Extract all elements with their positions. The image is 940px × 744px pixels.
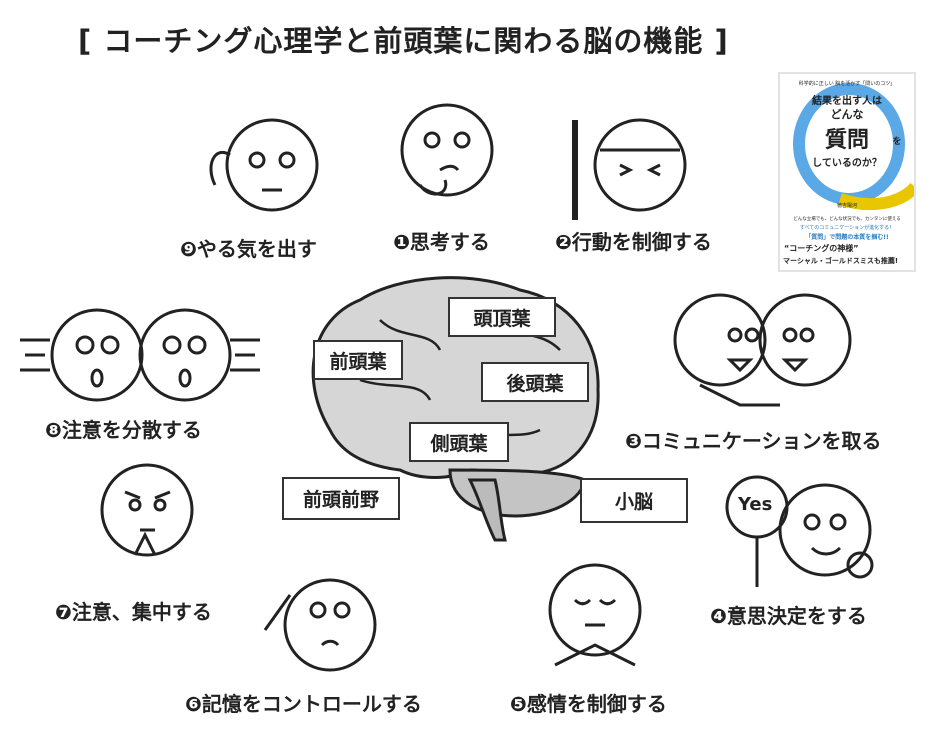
- face-communicate-1: [673, 293, 780, 407]
- face-control: [572, 118, 687, 220]
- face-thinking: [400, 103, 494, 197]
- label-motivation: ❾やる気を出す: [180, 237, 317, 261]
- label-memory: ❻記憶をコントロールする: [185, 692, 422, 716]
- book-author: 徳吉陽河: [836, 203, 857, 209]
- face-focus: [100, 463, 194, 557]
- region-temporal: 側頭葉: [409, 422, 509, 462]
- face-communicate-2: [758, 293, 852, 387]
- region-cerebellum: 小脳: [580, 478, 688, 523]
- book-blurb-3: 「質問」で問題の本質を掴む!!: [805, 234, 889, 241]
- region-frontal: 前頭葉: [313, 340, 403, 380]
- face-distract-1: [20, 308, 144, 402]
- book-tagline: 科学的に正しい 脳を活かす「問いのコツ」: [798, 81, 896, 87]
- face-motivation: [209, 118, 319, 212]
- book-title-2: どんな: [830, 108, 864, 121]
- book-blurb-4: “コーチングの神様”: [784, 244, 859, 253]
- label-thinking: ❶思考する: [393, 230, 490, 254]
- label-communication: ❸コミュニケーションを取る: [625, 429, 882, 453]
- face-decision: [725, 475, 874, 587]
- page-title: [ コーチング心理学と前頭葉に関わる脳の機能 ]: [78, 24, 729, 58]
- book-blurb-2: すべてのコミュニケーションが進化する！: [799, 225, 895, 231]
- face-emotion: [548, 563, 642, 667]
- book-cover: 科学的に正しい 脳を活かす「問いのコツ」 結果を出す人は どんな 質問 を して…: [778, 72, 916, 272]
- region-occipital: 後頭葉: [481, 362, 589, 402]
- sign-text: Yes: [738, 494, 773, 515]
- book-title-5: しているのか？: [812, 158, 882, 169]
- book-blurb-1: どんな立場でも、どんな状況でも、カンタンに使える: [793, 217, 901, 222]
- face-distract-2: [138, 308, 260, 402]
- face-memory: [263, 578, 377, 672]
- book-title-3: 質問: [824, 128, 869, 153]
- label-decision: ❹意思決定をする: [710, 604, 867, 628]
- region-parietal: 頭頂葉: [448, 297, 556, 337]
- label-divided-attention: ❽注意を分散する: [45, 418, 202, 442]
- label-focus: ❼注意、集中する: [55, 600, 212, 624]
- book-title-4: を: [892, 137, 902, 147]
- book-title-1: 結果を出す人は: [812, 96, 882, 107]
- region-prefrontal: 前頭前野: [282, 477, 400, 520]
- label-emotion: ❺感情を制御する: [510, 692, 667, 716]
- label-behavior-control: ❷行動を制御する: [555, 230, 712, 254]
- book-blurb-5: マーシャル・ゴールドスミスも推薦!: [783, 257, 899, 265]
